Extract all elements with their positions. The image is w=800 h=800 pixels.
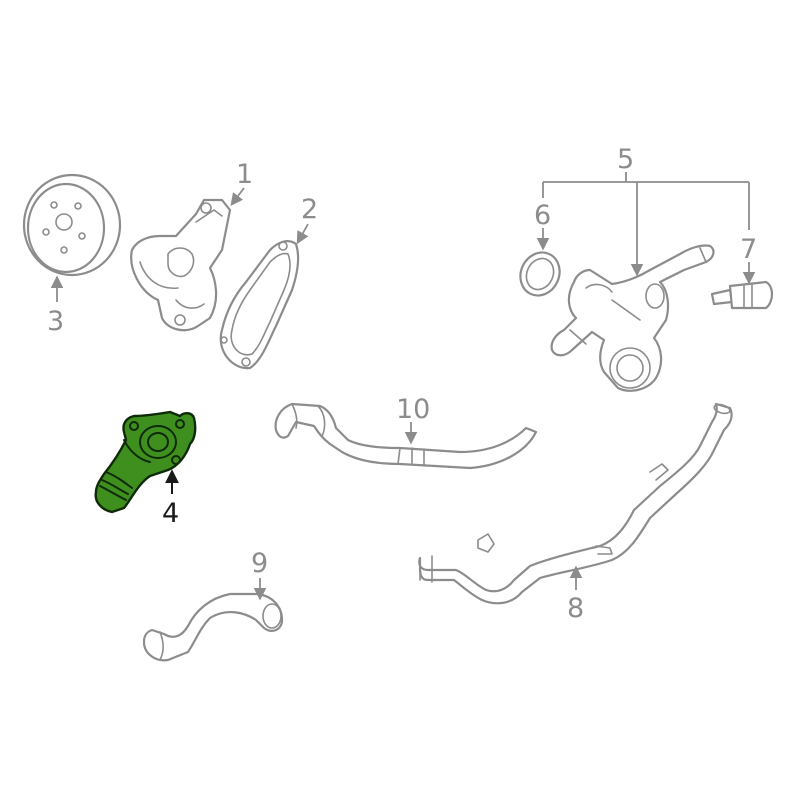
part-6-o-ring [519, 251, 561, 297]
leader-2 [296, 223, 309, 245]
callout-6: 6 [534, 200, 551, 231]
callout-4: 4 [162, 498, 179, 529]
callout-2: 2 [301, 194, 318, 225]
callout-5: 5 [617, 144, 634, 175]
callout-3: 3 [47, 306, 64, 337]
part-9-hose [142, 592, 284, 662]
leader-1 [230, 187, 245, 207]
part-7-sensor [710, 280, 774, 310]
part-10-hose [274, 402, 538, 470]
part-1-water-pump [130, 198, 232, 332]
callout-5-bracket [542, 172, 750, 277]
callout-1: 1 [236, 159, 253, 190]
callout-10: 10 [396, 394, 430, 425]
part-4-coolant-flange [94, 410, 197, 514]
callout-7: 7 [740, 234, 757, 265]
callout-9: 9 [251, 548, 268, 579]
part-5-thermostat-housing [550, 244, 715, 392]
part-3-pulley [22, 173, 122, 277]
part-2-gasket [219, 240, 300, 370]
part-8-coolant-pipe [418, 402, 733, 605]
callout-8: 8 [567, 593, 584, 624]
